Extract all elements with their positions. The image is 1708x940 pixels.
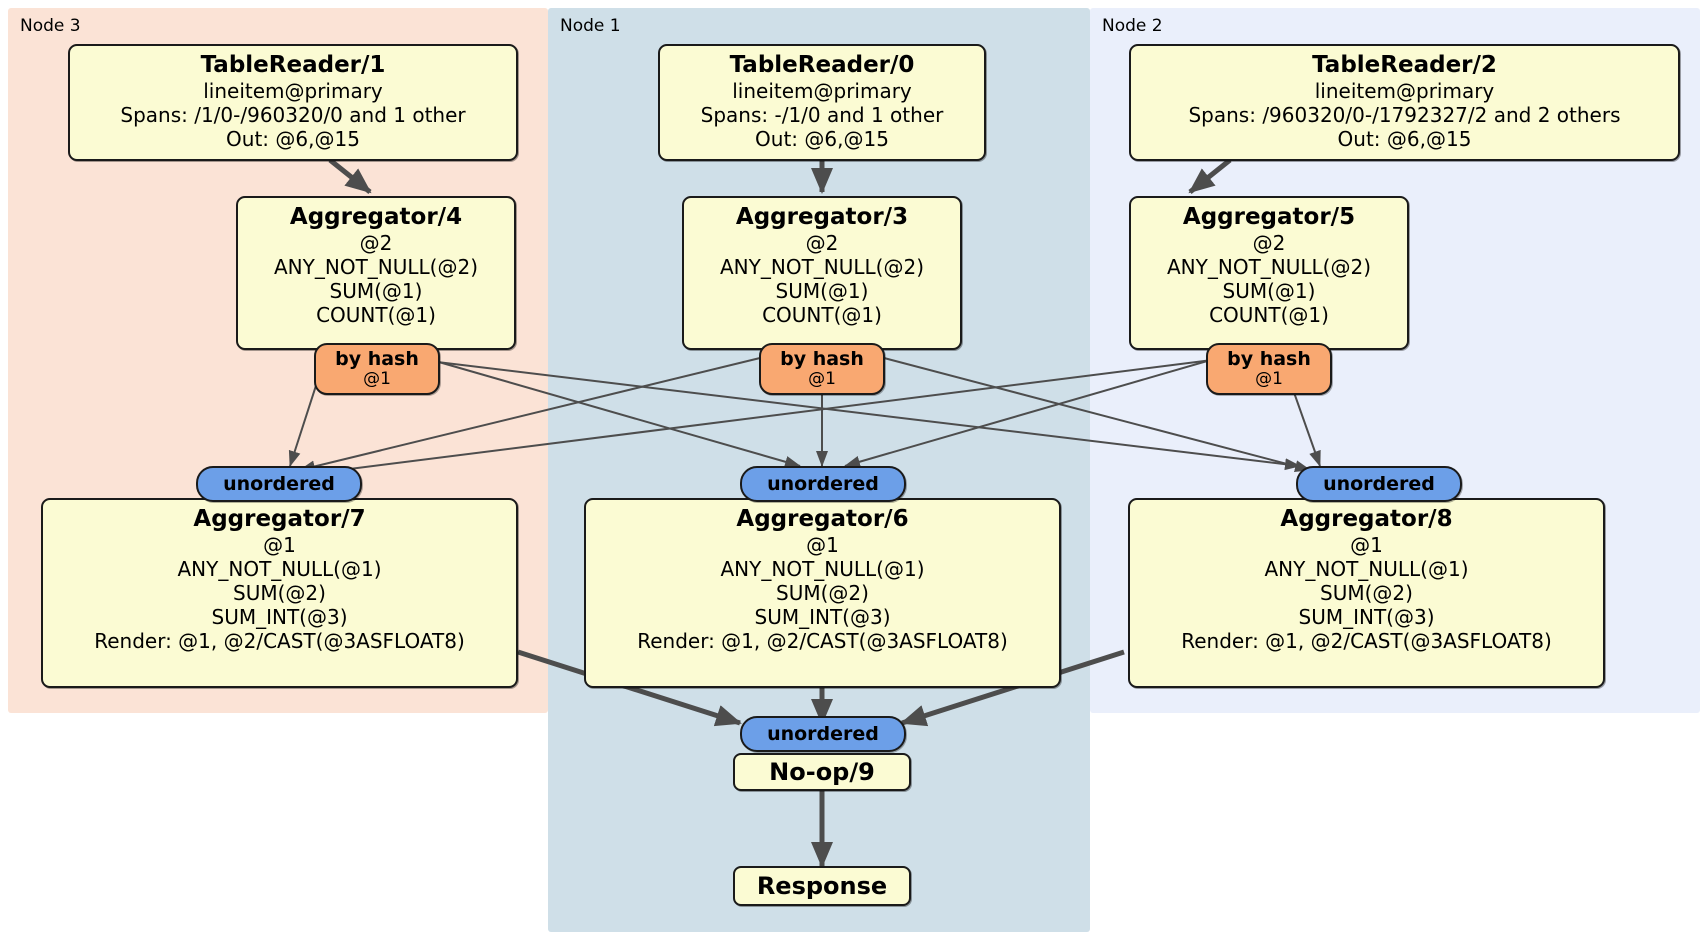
processor-title: TableReader/1 bbox=[200, 52, 386, 78]
processor-aggregator4[interactable]: Aggregator/4 @2 ANY_NOT_NULL(@2) SUM(@1)… bbox=[236, 196, 516, 350]
processor-line-agg2: SUM(@1) bbox=[1222, 278, 1316, 303]
processor-title: Aggregator/7 bbox=[193, 506, 366, 532]
processor-line-table: lineitem@primary bbox=[732, 78, 912, 103]
badge-subtitle: @1 bbox=[808, 369, 836, 390]
badge-subtitle: @1 bbox=[363, 369, 391, 390]
badge-by-hash-right[interactable]: by hash @1 bbox=[1206, 343, 1332, 395]
node-panel-label-node1: Node 1 bbox=[560, 16, 621, 36]
processor-line-render: Render: @1, @2/CAST(@3ASFLOAT8) bbox=[94, 628, 465, 653]
badge-title: unordered bbox=[223, 472, 335, 495]
badge-unordered-final[interactable]: unordered bbox=[740, 716, 906, 752]
processor-line-agg1: ANY_NOT_NULL(@2) bbox=[720, 254, 924, 279]
processor-title: TableReader/0 bbox=[729, 52, 915, 78]
processor-title: Aggregator/4 bbox=[289, 204, 463, 230]
processor-line-agg2: SUM(@2) bbox=[233, 580, 326, 605]
processor-title: Aggregator/3 bbox=[735, 204, 909, 230]
badge-title: unordered bbox=[1323, 472, 1435, 495]
processor-line-agg3: COUNT(@1) bbox=[1209, 302, 1329, 327]
processor-line-out: Out: @6,@15 bbox=[755, 126, 889, 151]
badge-title: by hash bbox=[780, 348, 864, 371]
processor-line-agg1: ANY_NOT_NULL(@2) bbox=[274, 254, 478, 279]
processor-line-agg2: SUM(@1) bbox=[329, 278, 423, 303]
processor-tablereader0[interactable]: TableReader/0 lineitem@primary Spans: -/… bbox=[658, 44, 986, 161]
processor-aggregator5[interactable]: Aggregator/5 @2 ANY_NOT_NULL(@2) SUM(@1)… bbox=[1129, 196, 1409, 350]
processor-line-agg3: SUM_INT(@3) bbox=[211, 604, 348, 629]
processor-line-agg2: SUM(@2) bbox=[1320, 580, 1413, 605]
processor-line-agg2: SUM(@2) bbox=[776, 580, 869, 605]
badge-unordered-left[interactable]: unordered bbox=[196, 466, 362, 502]
processor-tablereader1[interactable]: TableReader/1 lineitem@primary Spans: /1… bbox=[68, 44, 518, 161]
badge-unordered-right[interactable]: unordered bbox=[1296, 466, 1462, 502]
processor-line-render: Render: @1, @2/CAST(@3ASFLOAT8) bbox=[1181, 628, 1552, 653]
processor-line-agg1: ANY_NOT_NULL(@1) bbox=[720, 556, 925, 581]
processor-line-spans: Spans: -/1/0 and 1 other bbox=[700, 102, 944, 127]
processor-line-out: Out: @6,@15 bbox=[226, 126, 360, 151]
processor-line-agg3: SUM_INT(@3) bbox=[1298, 604, 1435, 629]
processor-line-groupcol: @2 bbox=[805, 230, 839, 255]
node-panel-label-node2: Node 2 bbox=[1102, 16, 1163, 36]
processor-aggregator8[interactable]: Aggregator/8 @1 ANY_NOT_NULL(@1) SUM(@2)… bbox=[1128, 498, 1605, 688]
badge-title: unordered bbox=[767, 472, 879, 495]
badge-title: by hash bbox=[1227, 348, 1311, 371]
processor-line-agg2: SUM(@1) bbox=[775, 278, 869, 303]
processor-line-spans: Spans: /1/0-/960320/0 and 1 other bbox=[120, 102, 466, 127]
processor-line-groupcol: @2 bbox=[359, 230, 393, 255]
processor-line-groupcol: @1 bbox=[1350, 532, 1383, 557]
processor-tablereader2[interactable]: TableReader/2 lineitem@primary Spans: /9… bbox=[1129, 44, 1680, 161]
processor-aggregator3[interactable]: Aggregator/3 @2 ANY_NOT_NULL(@2) SUM(@1)… bbox=[682, 196, 962, 350]
processor-line-out: Out: @6,@15 bbox=[1337, 126, 1472, 151]
processor-line-agg3: COUNT(@1) bbox=[762, 302, 882, 327]
processor-title: Aggregator/8 bbox=[1280, 506, 1453, 532]
badge-by-hash-left[interactable]: by hash @1 bbox=[314, 343, 440, 395]
processor-line-render: Render: @1, @2/CAST(@3ASFLOAT8) bbox=[637, 628, 1008, 653]
processor-title: Aggregator/6 bbox=[736, 506, 909, 532]
processor-line-agg1: ANY_NOT_NULL(@2) bbox=[1167, 254, 1371, 279]
processor-noop9[interactable]: No-op/9 bbox=[733, 753, 911, 791]
processor-title: TableReader/2 bbox=[1312, 52, 1497, 78]
badge-by-hash-center[interactable]: by hash @1 bbox=[759, 343, 885, 395]
processor-line-groupcol: @1 bbox=[806, 532, 839, 557]
processor-line-spans: Spans: /960320/0-/1792327/2 and 2 others bbox=[1188, 102, 1621, 127]
processor-line-groupcol: @1 bbox=[263, 532, 296, 557]
processor-line-groupcol: @2 bbox=[1252, 230, 1286, 255]
node-panel-label-node3: Node 3 bbox=[20, 16, 81, 36]
badge-title: by hash bbox=[335, 348, 419, 371]
processor-response[interactable]: Response bbox=[733, 866, 911, 906]
processor-line-table: lineitem@primary bbox=[203, 78, 383, 103]
processor-title: Response bbox=[756, 871, 888, 900]
processor-line-agg1: ANY_NOT_NULL(@1) bbox=[1264, 556, 1469, 581]
processor-aggregator7[interactable]: Aggregator/7 @1 ANY_NOT_NULL(@1) SUM(@2)… bbox=[41, 498, 518, 688]
processor-line-agg3: COUNT(@1) bbox=[316, 302, 436, 327]
processor-title: Aggregator/5 bbox=[1182, 204, 1356, 230]
badge-subtitle: @1 bbox=[1255, 369, 1283, 390]
processor-line-agg1: ANY_NOT_NULL(@1) bbox=[177, 556, 382, 581]
processor-aggregator6[interactable]: Aggregator/6 @1 ANY_NOT_NULL(@1) SUM(@2)… bbox=[584, 498, 1061, 688]
processor-line-table: lineitem@primary bbox=[1314, 78, 1495, 103]
badge-title: unordered bbox=[767, 722, 879, 745]
processor-title: No-op/9 bbox=[769, 757, 875, 786]
badge-unordered-center[interactable]: unordered bbox=[740, 466, 906, 502]
processor-line-agg3: SUM_INT(@3) bbox=[754, 604, 891, 629]
